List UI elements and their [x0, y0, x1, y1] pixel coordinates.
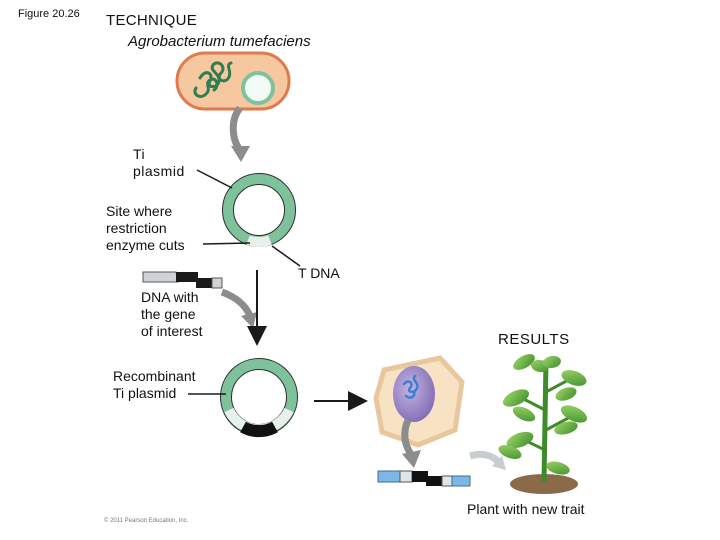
technique-heading: TECHNIQUE [106, 12, 198, 29]
leaf [513, 354, 535, 370]
bacterial-chromosome [193, 61, 233, 98]
leaf [498, 445, 522, 459]
figure-label: Figure 20.26 [18, 8, 80, 20]
gene-dna-label: DNA with the gene of interest [141, 289, 203, 339]
results-heading: RESULTS [498, 331, 570, 348]
copyright-notice: © 2011 Pearson Education, Inc. [104, 518, 189, 524]
inserted-gene-segment [240, 421, 278, 438]
leaf [506, 431, 534, 449]
ti-plasmid [222, 173, 296, 247]
plant-cell [373, 355, 465, 448]
plant-stem [541, 359, 549, 483]
leaf [546, 461, 570, 475]
leaf [554, 421, 578, 435]
plant-chromosome-dna [377, 470, 471, 487]
restriction-site-segment [246, 235, 272, 247]
leaf [555, 387, 577, 401]
agrobacterium-cell [175, 51, 291, 111]
gene-dna-fragment [142, 271, 223, 289]
ti-plasmid-in-bacterium [241, 71, 275, 105]
transgenic-plant [498, 354, 588, 494]
t-dna-pointer [271, 245, 301, 267]
restriction-site-pointer [202, 242, 251, 245]
leaf [561, 370, 587, 386]
organism-name: Agrobacterium tumefaciens [128, 33, 311, 50]
t-dna-label: T DNA [298, 265, 340, 281]
arrow-gene-insertion [220, 288, 254, 318]
inserted-dna-in-nucleus [402, 374, 419, 399]
ti-plasmid-label: Ti plasmid [133, 146, 185, 179]
recombinant-plasmid-label: Recombinant Ti plasmid [113, 368, 196, 401]
leaf [560, 405, 588, 423]
arrow-bacterium-to-plasmid [229, 105, 243, 153]
leaf [543, 355, 561, 369]
plant-trait-label: Plant with new trait [467, 501, 585, 517]
restriction-site-label: Site where restriction enzyme cuts [106, 203, 185, 253]
recombinant-ti-plasmid [220, 358, 298, 438]
ti-plasmid-pointer [196, 169, 233, 189]
leaf [502, 389, 530, 407]
leaf [512, 406, 536, 422]
soil-mound [510, 474, 578, 494]
